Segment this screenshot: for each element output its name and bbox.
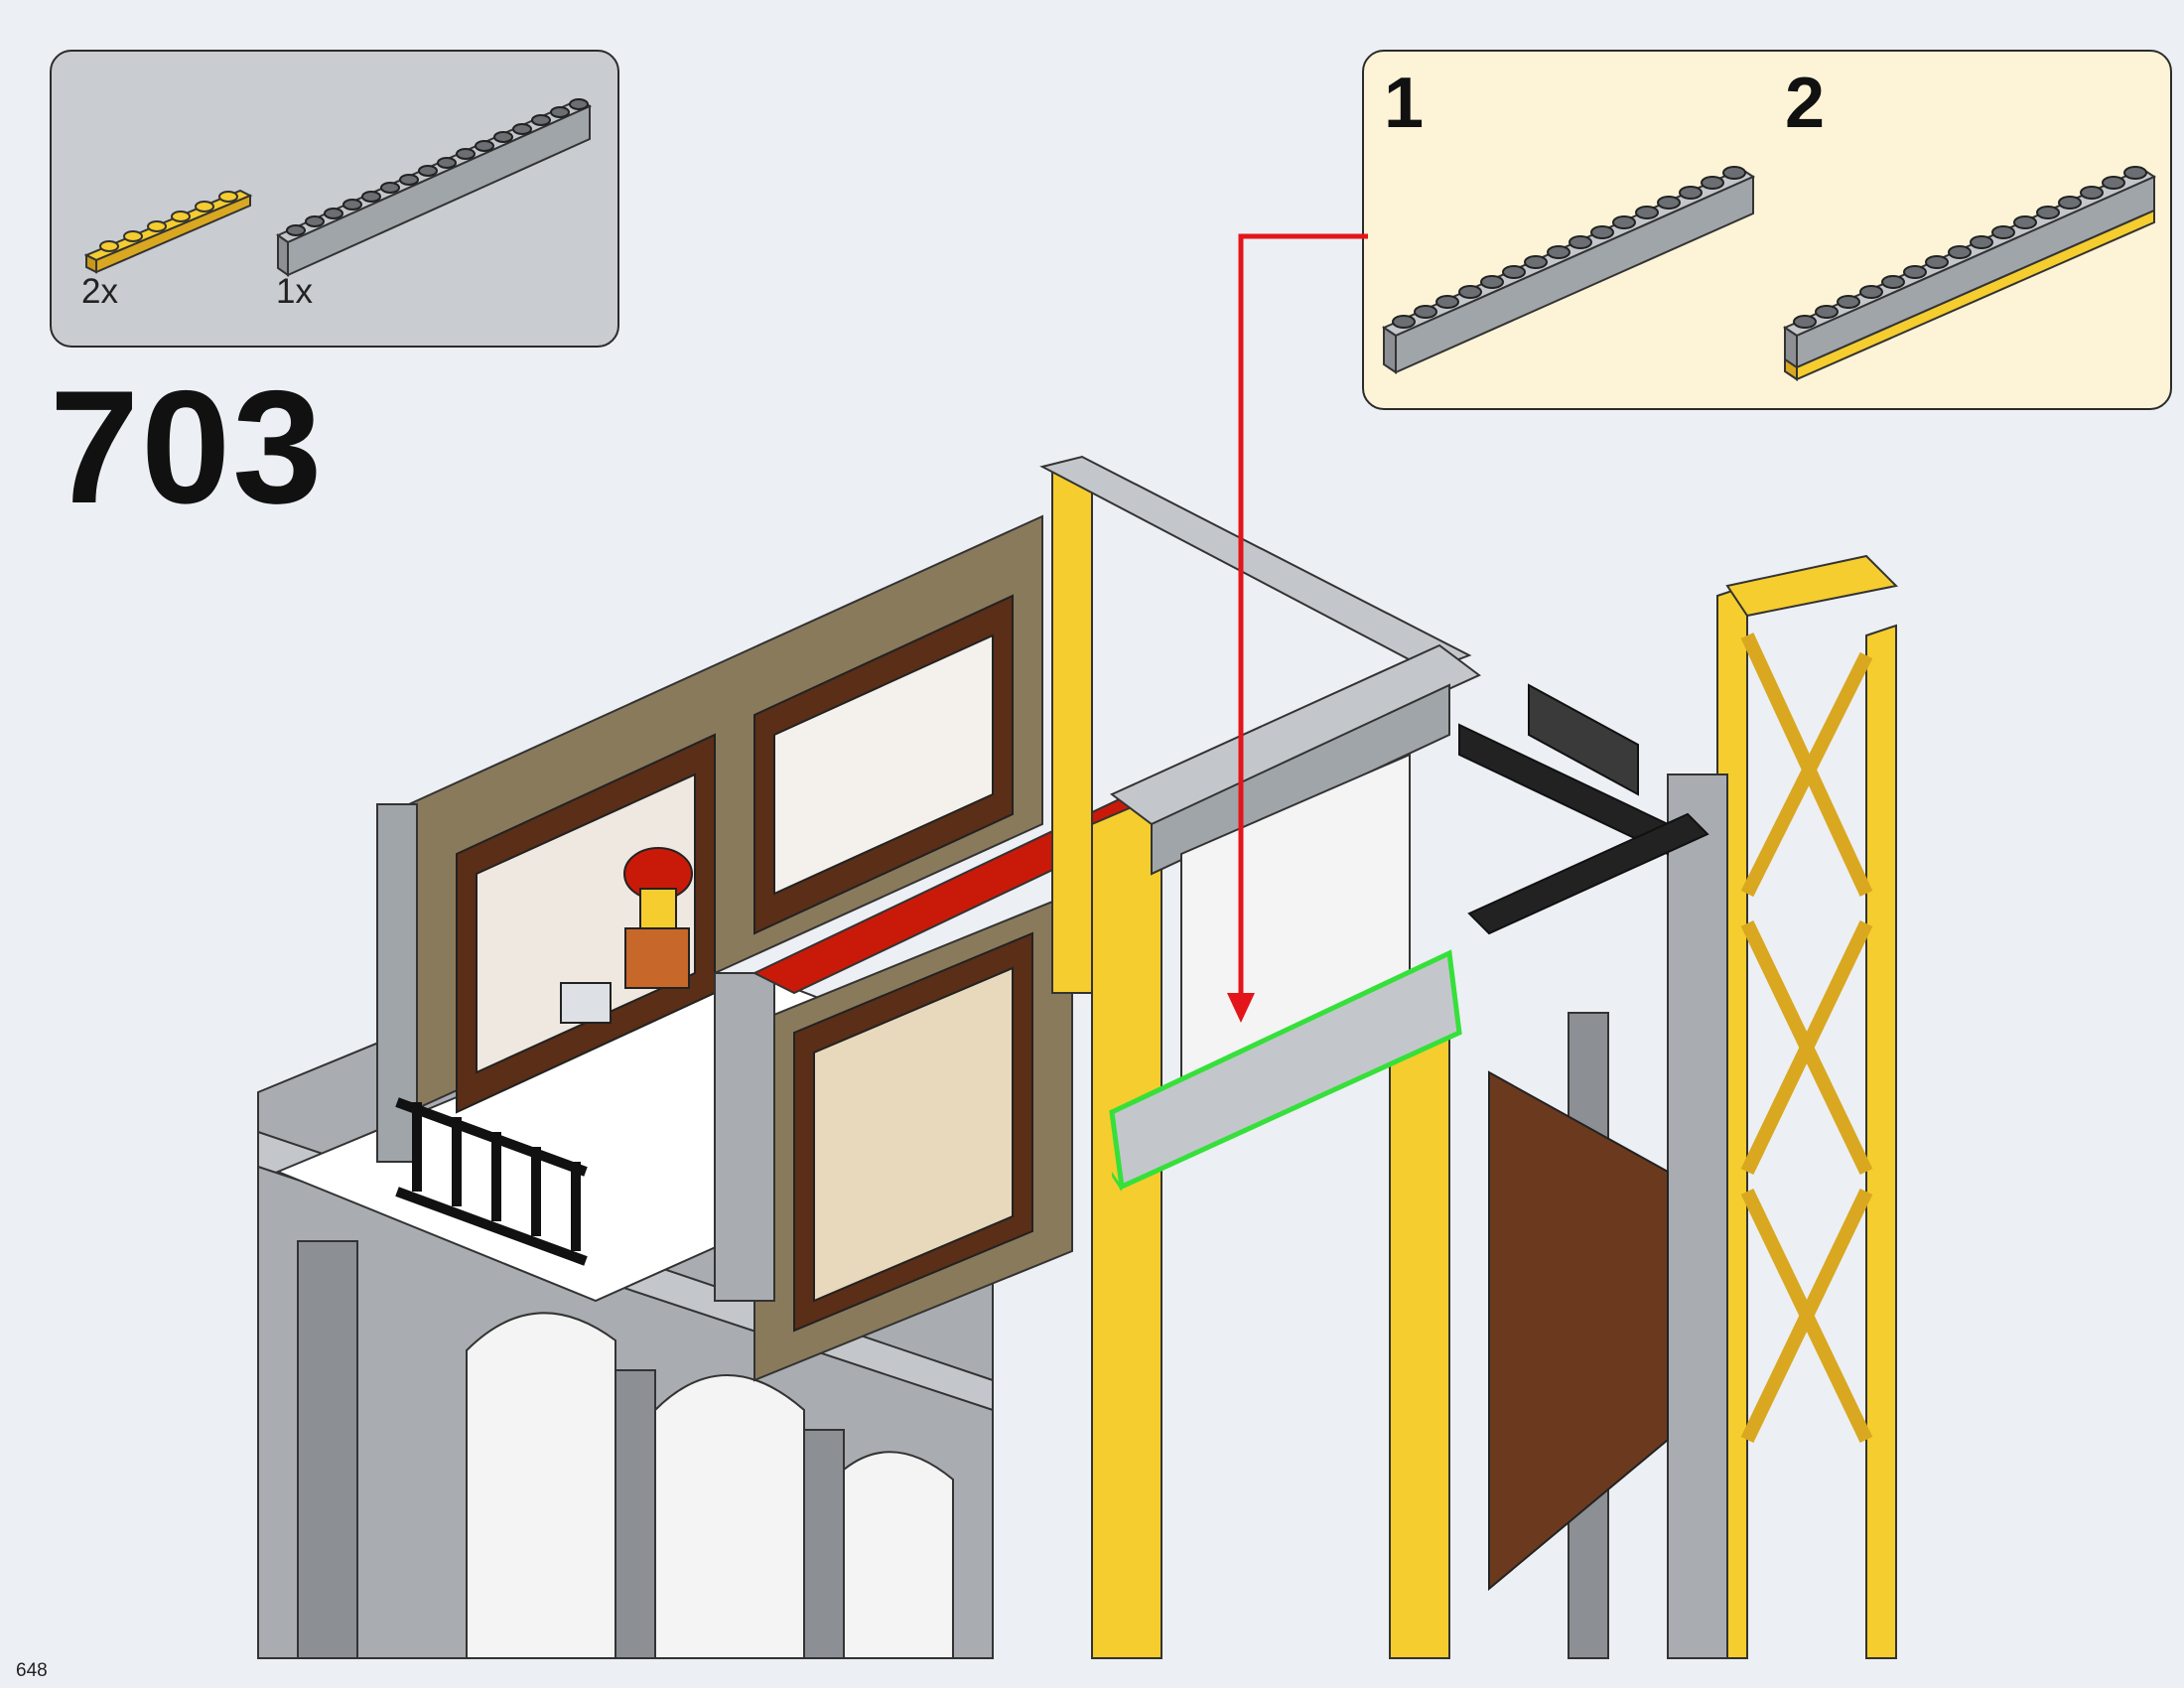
- red-floor-strip: [751, 773, 1214, 995]
- upper-gray-frame: [1039, 455, 1481, 876]
- callout-arrow-icon: [1227, 233, 1368, 1023]
- part-quantity-gray-brick: 1x: [276, 272, 313, 311]
- left-room-walls: [376, 514, 1043, 1163]
- roof-terrace-floor: [275, 971, 1065, 1303]
- gray-facade: [257, 1021, 994, 1659]
- yellow-plate-part-icon: [83, 189, 253, 274]
- brown-staircase: [1488, 1070, 1669, 1592]
- yellow-scaffold-tower: [1051, 466, 1899, 1659]
- middle-room: [714, 892, 1073, 1382]
- step-number: 703: [50, 357, 325, 537]
- sub-step-2-brick-icon: [1782, 166, 2157, 381]
- sub-step-1-brick-icon: [1381, 166, 1756, 374]
- highlighted-new-brick: [1109, 949, 1462, 1192]
- white-window-panel: [1180, 753, 1411, 1104]
- sub-step-2-number: 2: [1785, 64, 1826, 143]
- black-railing: [395, 1097, 588, 1266]
- sub-build-callout: 1 2: [1362, 50, 2172, 410]
- gray-brick-part-icon: [275, 97, 593, 277]
- page-number: 648: [16, 1660, 48, 1681]
- sub-step-1-number: 1: [1384, 64, 1425, 143]
- sub-build-illustration: [1381, 166, 2157, 381]
- parts-illustration: [83, 97, 593, 277]
- upper-black-railing: [1458, 683, 1709, 935]
- construction-worker-minifigure-icon: [560, 847, 693, 1024]
- parts-list-box: 2x 1x: [50, 50, 619, 348]
- part-quantity-yellow-plate: 2x: [81, 272, 118, 311]
- gray-columns: [1568, 774, 1728, 1659]
